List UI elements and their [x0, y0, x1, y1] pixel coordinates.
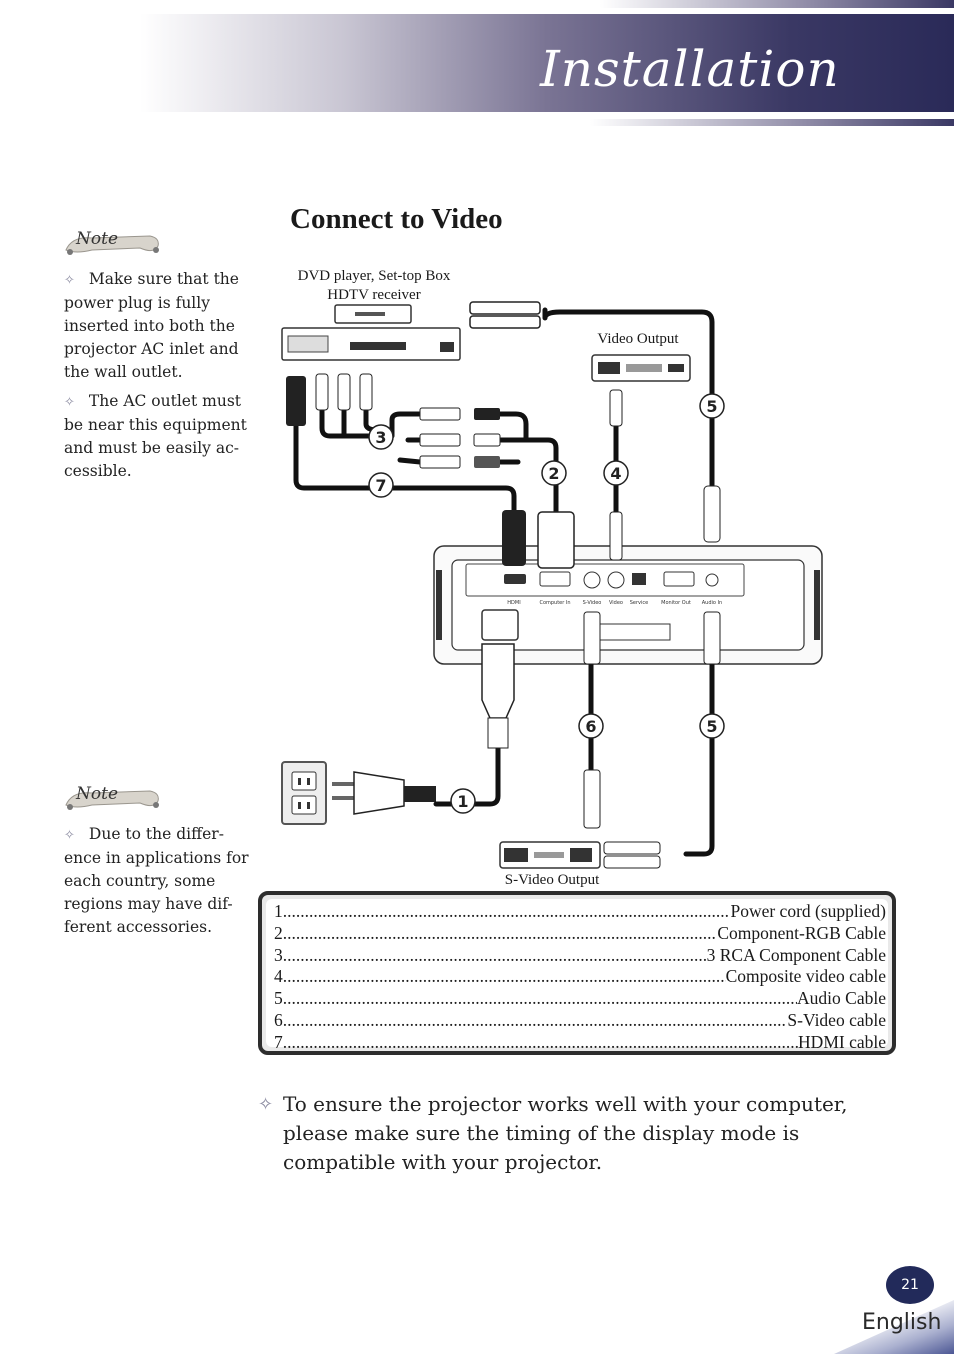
language-label: English [862, 1310, 942, 1335]
callout-3: 3 [368, 424, 394, 450]
callout-5-bottom: 5 [699, 713, 725, 739]
legend-row: 5Audio Cable [274, 988, 886, 1010]
projector-icon [433, 545, 823, 665]
callouts: 3 7 2 4 5 6 5 1 [368, 393, 725, 814]
port-labels: HDMI Computer In S-Video Video Service M… [507, 600, 722, 606]
callout-6: 6 [578, 713, 604, 739]
bullet-icon: ✧ [64, 395, 75, 410]
svg-text:HDMI: HDMI [507, 600, 520, 606]
connectors [286, 301, 721, 869]
svg-text:Computer In: Computer In [539, 600, 570, 606]
svg-text:6: 6 [585, 717, 596, 736]
svg-text:4: 4 [610, 464, 621, 483]
svg-text:1: 1 [457, 792, 468, 811]
legend-row: 6S-Video cable [274, 1010, 886, 1032]
note-badge-label: Note [75, 784, 118, 804]
note-badge-label: Note [75, 229, 118, 249]
page-number: 21 [886, 1266, 934, 1304]
power-plug-icon [332, 771, 436, 815]
note-badge-icon: Note [65, 784, 159, 810]
section-title: Connect to Video [290, 203, 503, 235]
svg-text:5: 5 [706, 397, 717, 416]
note-1-item: ✧Make sure that the power plug is fully … [64, 270, 239, 381]
svg-text:Audio In: Audio In [702, 600, 722, 606]
note-1-text: ✧Make sure that the power plug is fully … [64, 268, 260, 489]
svideo-output-label: S-Video Output [505, 872, 600, 888]
note-2-item: ✧Due to the differ-ence in applications … [64, 825, 249, 936]
svg-text:5: 5 [706, 717, 717, 736]
callout-5-top: 5 [699, 393, 725, 419]
callout-2: 2 [541, 460, 567, 486]
dvd-player-icon [281, 304, 461, 361]
legend-row: 1Power cord (supplied) [274, 901, 886, 923]
callout-1: 1 [450, 788, 476, 814]
note-badge-icon: Note [65, 229, 159, 255]
svg-text:Video: Video [609, 600, 623, 606]
header-banner [140, 14, 954, 112]
note-2-text: ✧Due to the differ-ence in applications … [64, 823, 260, 945]
svg-text:Service: Service [630, 600, 648, 606]
callout-7: 7 [368, 472, 394, 498]
legend-row: 2Component-RGB Cable [274, 923, 886, 945]
header-decor-line-bottom [590, 119, 954, 126]
svg-text:3: 3 [375, 428, 386, 447]
svg-text:7: 7 [375, 476, 386, 495]
video-output-label: Video Output [597, 331, 679, 347]
source-label-line1: DVD player, Set-top Box [298, 268, 451, 284]
svg-text:S-Video: S-Video [583, 600, 602, 606]
bullet-icon: ✧ [64, 273, 75, 288]
wall-outlet-icon [281, 761, 327, 825]
svideo-output-device-icon [499, 841, 601, 869]
callout-4: 4 [603, 460, 629, 486]
cable-legend: 1Power cord (supplied) 2Component-RGB Ca… [258, 891, 896, 1055]
page-title: Installation [540, 40, 840, 98]
legend-list: 1Power cord (supplied) 2Component-RGB Ca… [274, 901, 886, 1054]
bullet-icon: ✧ [258, 1094, 274, 1115]
note-1-item: ✧The AC outlet must be near this equipme… [64, 392, 247, 480]
svg-text:Monitor Out: Monitor Out [661, 600, 691, 606]
source-label-line2: HDTV receiver [327, 287, 420, 303]
connection-diagram: DVD player, Set-top Box HDTV receiver Vi… [281, 268, 823, 888]
header-decor-line-top [600, 0, 954, 8]
legend-row: 33 RCA Component Cable [274, 945, 886, 967]
legend-row: 4Composite video cable [274, 966, 886, 988]
bullet-icon: ✧ [64, 828, 75, 843]
legend-row: 7HDMI cable [274, 1032, 886, 1054]
svg-text:2: 2 [548, 464, 559, 483]
video-output-device-icon [591, 354, 691, 382]
